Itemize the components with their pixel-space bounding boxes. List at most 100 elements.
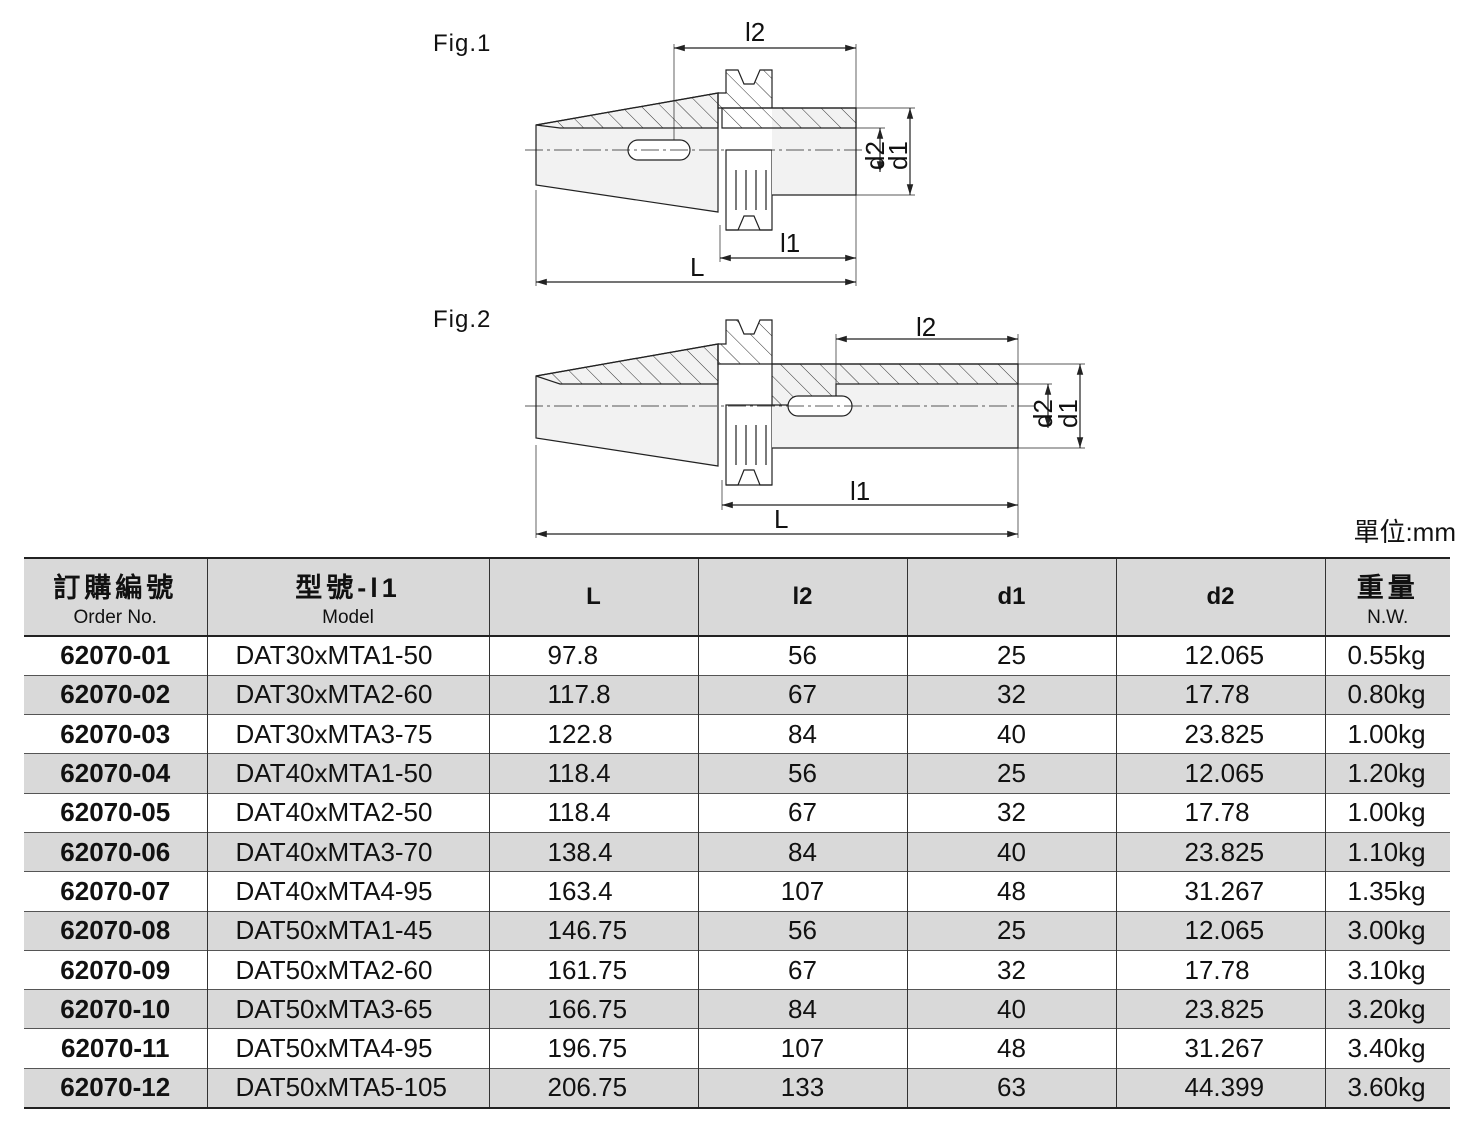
weight-cell: 3.00kg — [1324, 911, 1450, 951]
weight-cell: 3.60kg — [1324, 1068, 1450, 1108]
d2-cell: 23.825 — [1115, 714, 1325, 754]
figure-1-label: Fig.1 — [433, 30, 492, 57]
L-cell: 146.75 — [488, 911, 698, 951]
l2-cell: 56 — [697, 753, 907, 794]
l2-cell: 84 — [697, 989, 907, 1029]
l2-cell: 67 — [697, 675, 907, 715]
d2-cell: 12.065 — [1115, 636, 1325, 676]
fig1-d2-label: d2 — [860, 141, 890, 170]
header-d1: d1 — [906, 558, 1116, 636]
d1-cell: 32 — [906, 793, 1116, 833]
model-cell: DAT50xMTA1-45 — [206, 911, 489, 951]
L-cell: 122.8 — [488, 714, 698, 754]
weight-cell: 1.20kg — [1324, 753, 1450, 794]
d2-cell: 23.825 — [1115, 989, 1325, 1029]
fig2-d1-label: d1 — [1053, 399, 1083, 428]
l2-cell: 107 — [697, 1028, 907, 1069]
model-cell: DAT30xMTA1-50 — [206, 636, 489, 676]
fig2-L-label: L — [774, 504, 788, 534]
d2-cell: 17.78 — [1115, 675, 1325, 715]
l2-cell: 107 — [697, 871, 907, 912]
d2-cell: 23.825 — [1115, 832, 1325, 872]
l2-cell: 133 — [697, 1068, 907, 1108]
model-cell: DAT50xMTA3-65 — [206, 989, 489, 1029]
d2-cell: 12.065 — [1115, 911, 1325, 951]
model-cell: DAT40xMTA3-70 — [206, 832, 489, 872]
model-cell: DAT40xMTA4-95 — [206, 871, 489, 912]
d1-cell: 48 — [906, 871, 1116, 912]
d1-cell: 25 — [906, 911, 1116, 951]
fig2-l1-label: l1 — [850, 476, 870, 506]
weight-cell: 3.10kg — [1324, 950, 1450, 990]
d1-cell: 63 — [906, 1068, 1116, 1108]
order-no-cell: 62070-08 — [60, 915, 171, 946]
L-cell: 196.75 — [488, 1028, 698, 1069]
order-no-cell: 62070-03 — [60, 718, 171, 749]
model-cell: DAT30xMTA3-75 — [206, 714, 489, 754]
fig1-d1-label: d1 — [883, 141, 913, 170]
header-L: L — [488, 558, 698, 636]
order-no-cell: 62070-11 — [61, 1033, 170, 1064]
fig2-l2-label: l2 — [916, 312, 936, 342]
model-cell: DAT40xMTA1-50 — [206, 753, 489, 794]
d1-cell: 40 — [906, 714, 1116, 754]
unit-label: 單位:mm — [1353, 517, 1456, 547]
fig1-l2-label: l2 — [745, 17, 765, 47]
d2-cell: 17.78 — [1115, 793, 1325, 833]
d1-cell: 40 — [906, 989, 1116, 1029]
L-cell: 206.75 — [488, 1068, 698, 1108]
l2-cell: 84 — [697, 714, 907, 754]
L-cell: 118.4 — [488, 793, 698, 833]
weight-cell: 0.55kg — [1324, 636, 1450, 676]
L-cell: 97.8 — [488, 636, 698, 676]
d2-cell: 31.267 — [1115, 871, 1325, 912]
order-no-cell: 62070-07 — [60, 875, 171, 906]
d2-cell: 17.78 — [1115, 950, 1325, 990]
order-no-cell: 62070-09 — [60, 954, 171, 985]
L-cell: 117.8 — [488, 675, 698, 715]
fig1-l1-label: l1 — [780, 228, 800, 258]
order-no-cell: 62070-02 — [60, 679, 171, 710]
spec-table: 訂購編號 Order No. 型號-l1 Model L l2 d1 d2 重量… — [24, 557, 1450, 1109]
L-cell: 166.75 — [488, 989, 698, 1029]
d1-cell: 48 — [906, 1028, 1116, 1069]
header-model: 型號-l1 Model — [206, 558, 489, 636]
weight-cell: 3.20kg — [1324, 989, 1450, 1029]
table-header-row: 訂購編號 Order No. 型號-l1 Model L l2 d1 d2 重量… — [24, 558, 1450, 636]
order-no-cell: 62070-05 — [60, 797, 171, 828]
order-no-cell: 62070-12 — [60, 1072, 171, 1103]
fig2-d2-label: d2 — [1028, 399, 1058, 428]
model-cell: DAT50xMTA2-60 — [206, 950, 489, 990]
figure-1-drawing — [525, 44, 915, 286]
l2-cell: 67 — [697, 793, 907, 833]
model-cell: DAT30xMTA2-60 — [206, 675, 489, 715]
figure-2-label: Fig.2 — [433, 306, 492, 333]
order-no-cell: 62070-04 — [60, 758, 171, 789]
weight-cell: 1.10kg — [1324, 832, 1450, 872]
d2-cell: 31.267 — [1115, 1028, 1325, 1069]
L-cell: 163.4 — [488, 871, 698, 912]
order-no-cell: 62070-06 — [60, 836, 171, 867]
weight-cell: 1.00kg — [1324, 793, 1450, 833]
d2-cell: 44.399 — [1115, 1068, 1325, 1108]
model-cell: DAT50xMTA4-95 — [206, 1028, 489, 1069]
d2-cell: 12.065 — [1115, 753, 1325, 794]
L-cell: 161.75 — [488, 950, 698, 990]
l2-cell: 56 — [697, 911, 907, 951]
l2-cell: 56 — [697, 636, 907, 676]
header-d2: d2 — [1115, 558, 1325, 636]
model-cell: DAT40xMTA2-50 — [206, 793, 489, 833]
d1-cell: 25 — [906, 753, 1116, 794]
header-l2: l2 — [697, 558, 907, 636]
